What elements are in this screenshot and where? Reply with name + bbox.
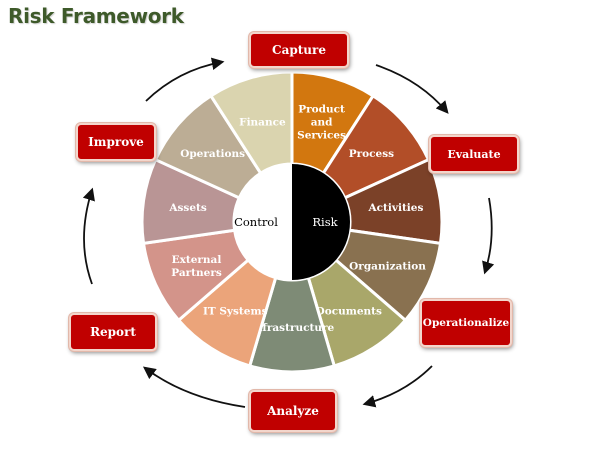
segment-label: Infrastructure (250, 322, 335, 334)
segment-label: Organization (349, 261, 426, 273)
hub: Control Risk (234, 164, 350, 280)
improve-step[interactable]: Improve (76, 123, 156, 161)
report-step[interactable]: Report (69, 313, 157, 351)
cycle-arrow (362, 365, 433, 408)
segment-label: Finance (239, 116, 286, 128)
page-title: Risk Framework (8, 4, 184, 28)
segment-label: Activities (367, 202, 423, 214)
cycle-arrow (142, 366, 246, 408)
segment-label: Operations (180, 148, 245, 160)
hub-risk-label: Risk (312, 215, 338, 229)
segment-label: Assets (168, 202, 207, 214)
cycle-arrow (482, 197, 495, 275)
analyze-step[interactable]: Analyze (249, 390, 337, 432)
hub-control-label: Control (234, 215, 278, 229)
hub-left-half (234, 164, 292, 280)
segment-label: Process (349, 148, 394, 160)
segment-label: Documents (316, 305, 382, 317)
cycle-arrow (145, 57, 225, 102)
cycle-arrow (375, 64, 449, 114)
hub-right-half (292, 164, 350, 280)
operationalize-step[interactable]: Operationalize (420, 299, 512, 347)
capture-step[interactable]: Capture (249, 32, 349, 68)
evaluate-step[interactable]: Evaluate (429, 135, 519, 173)
segment-label: IT Systems (203, 305, 268, 317)
cycle-arrows (82, 57, 495, 408)
cycle-arrow (82, 187, 95, 285)
